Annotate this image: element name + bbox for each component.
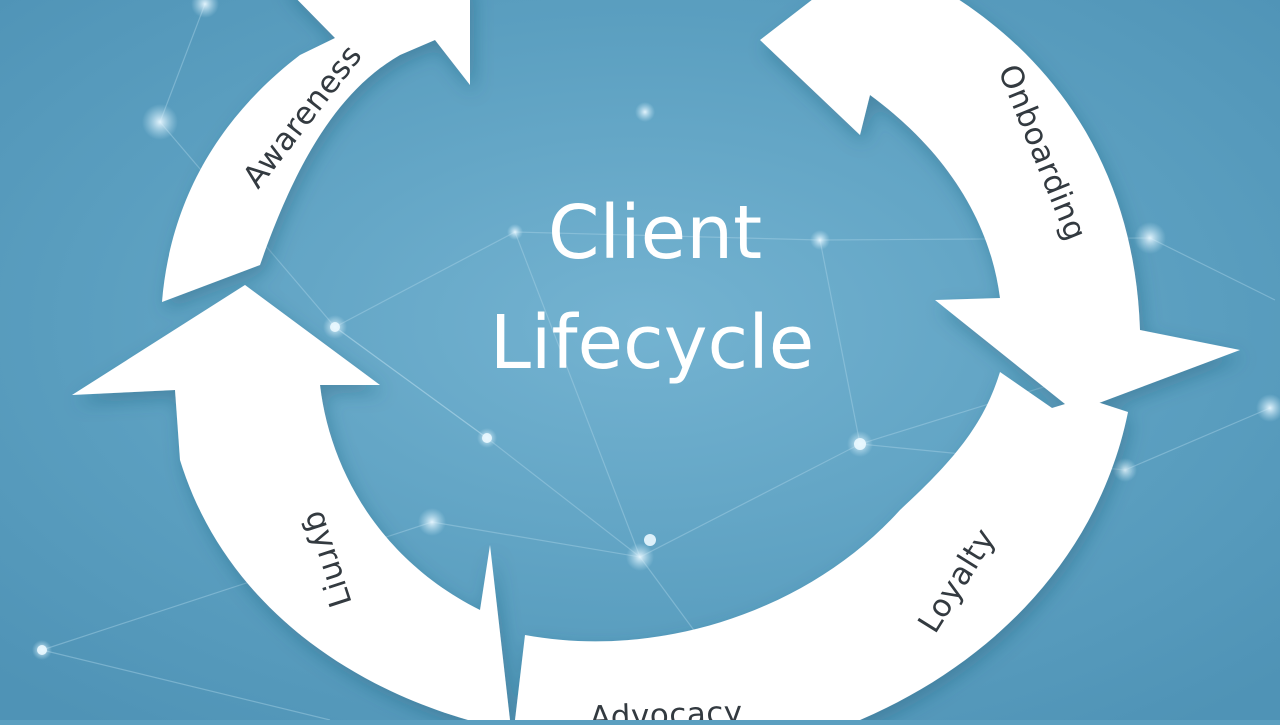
title-line-2: Lifecycle bbox=[490, 300, 815, 386]
arrow-onboarding bbox=[760, 0, 1240, 412]
center-title: Client Lifecycle bbox=[490, 190, 815, 386]
arrow-loyalty bbox=[515, 372, 1128, 720]
arrow-left bbox=[72, 285, 510, 720]
cycle-arrows bbox=[72, 0, 1240, 720]
arrow-awareness bbox=[162, 0, 470, 302]
title-line-1: Client bbox=[548, 190, 762, 276]
stage-label-advocacy: Advocacy bbox=[589, 695, 743, 720]
network-dots bbox=[32, 0, 1280, 660]
